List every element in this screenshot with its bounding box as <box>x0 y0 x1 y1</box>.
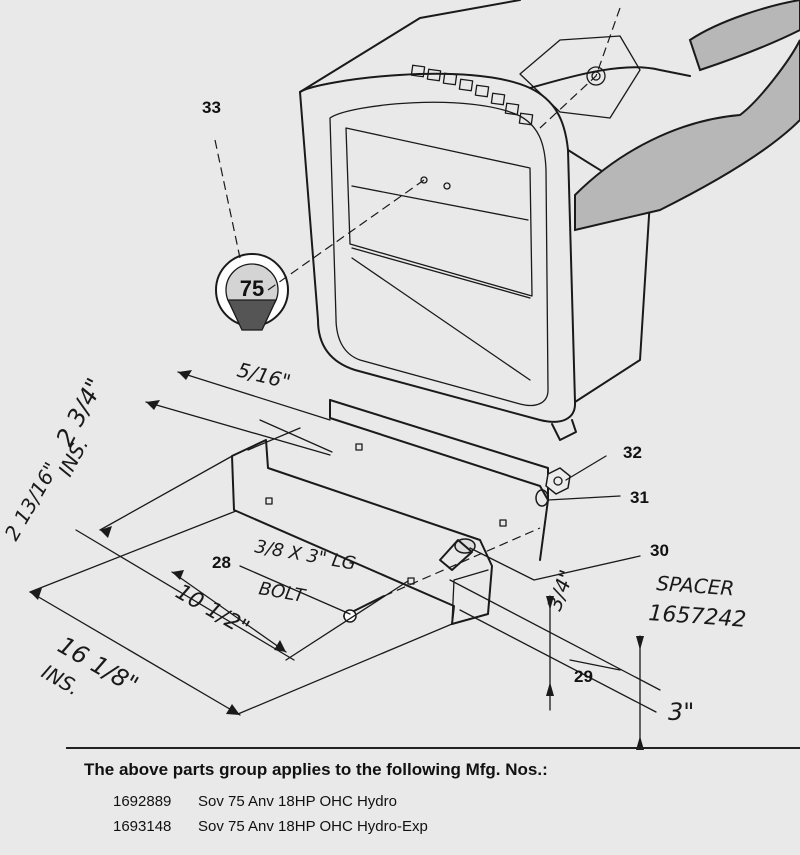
mfg-number: 1692889 <box>113 793 172 810</box>
callout-29: 29 <box>574 667 593 686</box>
hood-vent-slots <box>410 64 534 126</box>
callout-30: 30 <box>650 541 669 560</box>
footer-divider <box>66 747 800 749</box>
mfg-row: 1693148 Sov 75 Anv 18HP OHC Hydro-Exp <box>113 818 428 835</box>
hood-bottom-tab <box>551 419 577 441</box>
bolt-part <box>343 527 541 623</box>
mfg-description: Sov 75 Anv 18HP OHC Hydro <box>198 793 397 810</box>
emblem-badge: 75 <box>215 253 289 331</box>
leader-28 <box>239 565 351 615</box>
lower-u-bracket <box>231 439 493 625</box>
upper-bracket-plate <box>329 399 549 561</box>
dim-3-4: 3/4" <box>542 567 579 614</box>
nut-washer <box>535 467 571 507</box>
leader-30 <box>469 547 641 581</box>
svg-text:75: 75 <box>240 276 264 301</box>
leader-32 <box>565 455 607 481</box>
dim-3: 3" <box>668 698 694 726</box>
leader-31 <box>547 495 621 501</box>
spacer-number: 1657242 <box>648 601 747 633</box>
mfg-description: Sov 75 Anv 18HP OHC Hydro-Exp <box>198 818 428 835</box>
inset-nut-detail <box>519 7 641 129</box>
callout-32: 32 <box>623 443 642 462</box>
bolt-word-label: BOLT <box>257 578 308 607</box>
callout-28: 28 <box>212 553 231 572</box>
mfg-row: 1692889 Sov 75 Anv 18HP OHC Hydro <box>113 793 397 810</box>
dim-10-1-2: 10 1/2" <box>171 580 253 642</box>
dim-5-16: 5/16" <box>235 358 293 394</box>
callout-31: 31 <box>630 488 649 507</box>
dim-2-13-16: 2 13/16" <box>0 458 63 544</box>
spacer-part <box>439 538 476 571</box>
emblem-dash-line <box>267 179 425 291</box>
dimension-lines <box>29 370 661 750</box>
flame-graphic <box>574 0 800 232</box>
mfg-number: 1693148 <box>113 818 172 835</box>
leader-33 <box>214 139 241 259</box>
spacer-label: SPACER <box>656 571 735 600</box>
hood-grille-assembly <box>299 0 691 441</box>
callout-33: 33 <box>202 98 221 117</box>
footer-title: The above parts group applies to the fol… <box>84 760 548 779</box>
